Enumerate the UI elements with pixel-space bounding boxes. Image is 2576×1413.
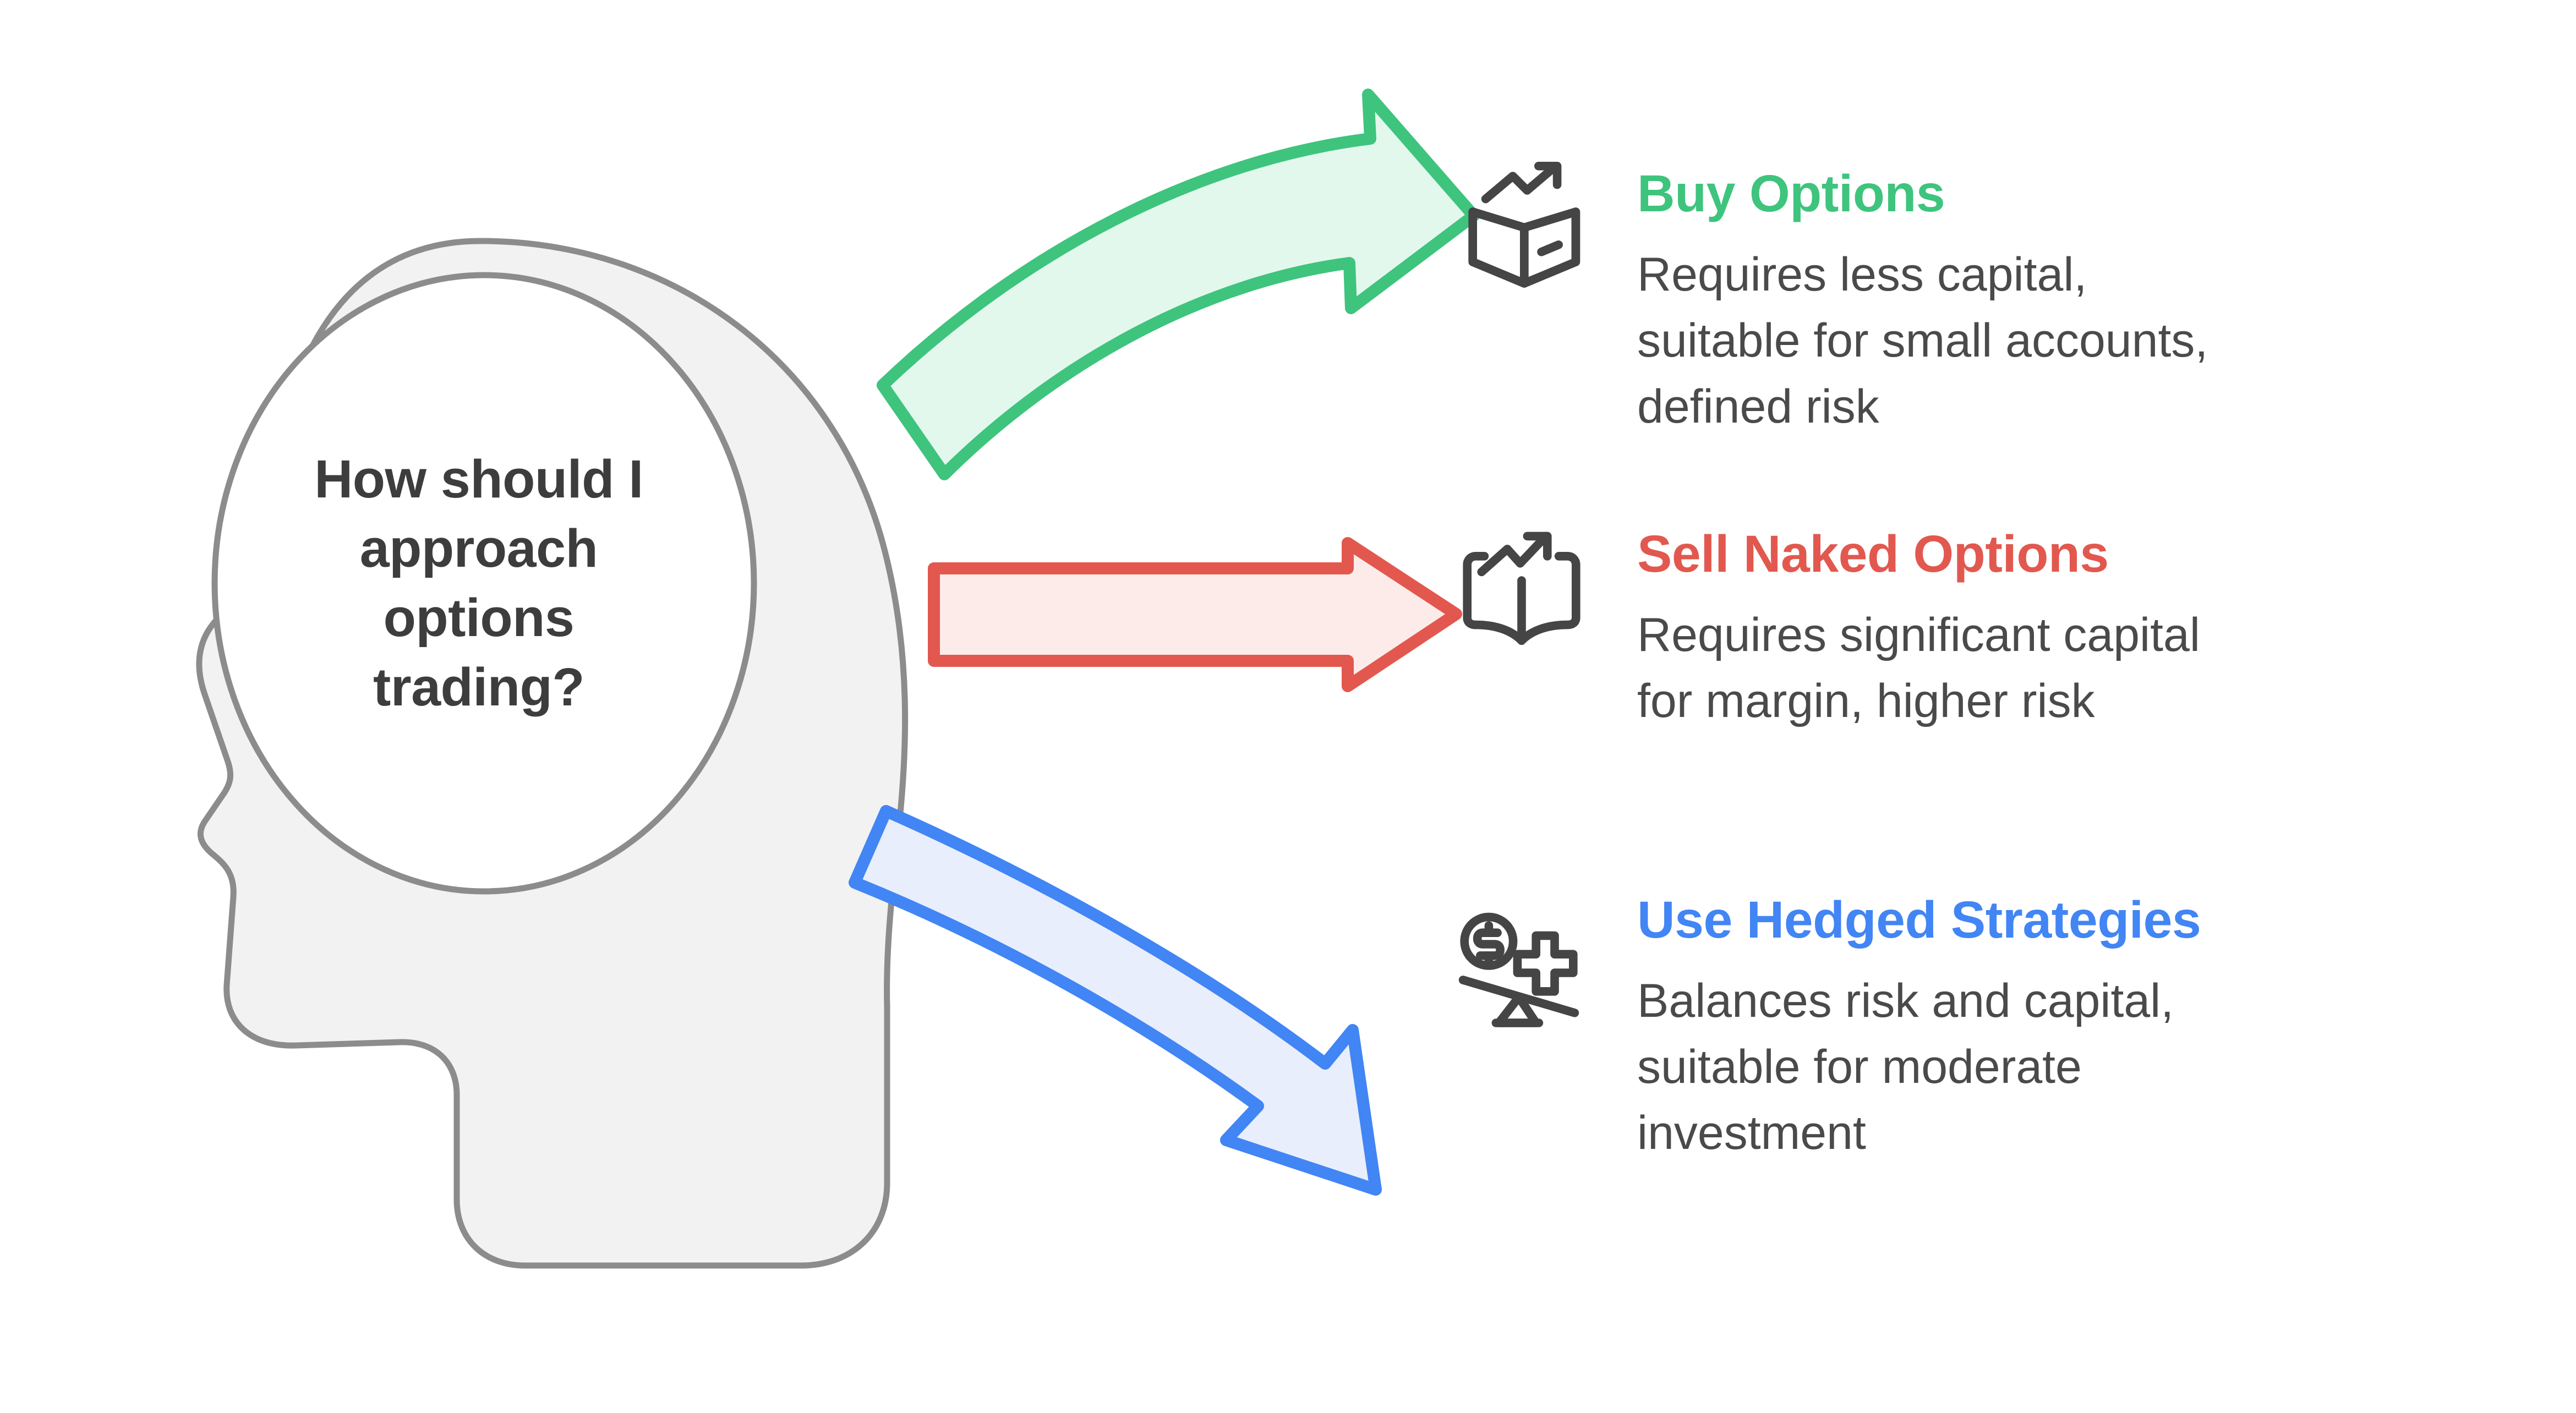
open-book-with-growth-arrow-icon bbox=[1450, 509, 1593, 652]
arrow-to-hedged-strategies bbox=[849, 805, 1382, 1196]
branch-body-buy-options: Requires less capital, suitable for smal… bbox=[1637, 248, 2208, 434]
branch-body-use-hedged-strategies: Balances risk and capital, suitable for … bbox=[1637, 974, 2174, 1160]
arrow-to-buy-options bbox=[877, 89, 1480, 480]
branch-heading-sell-naked-options: Sell Naked Options bbox=[1637, 525, 2109, 583]
central-question-text: How should I approach options trading? bbox=[314, 448, 643, 718]
box-with-growth-arrow-icon bbox=[1456, 147, 1599, 291]
brain-outline bbox=[211, 272, 757, 895]
branch-buy-options: Buy Options Requires less capital, suita… bbox=[1637, 165, 2496, 440]
central-question: How should I approach options trading? bbox=[237, 429, 721, 737]
balance-scale-dollar-plus-icon bbox=[1447, 894, 1590, 1037]
branch-heading-buy-options: Buy Options bbox=[1637, 165, 1945, 223]
branch-sell-naked-options: Sell Naked Options Requires significant … bbox=[1637, 525, 2496, 734]
arrow-to-sell-naked-options bbox=[928, 537, 1462, 692]
branch-body-sell-naked-options: Requires significant capital for margin,… bbox=[1637, 608, 2200, 727]
branch-heading-use-hedged-strategies: Use Hedged Strategies bbox=[1637, 891, 2201, 949]
branch-use-hedged-strategies: Use Hedged Strategies Balances risk and … bbox=[1637, 891, 2496, 1166]
